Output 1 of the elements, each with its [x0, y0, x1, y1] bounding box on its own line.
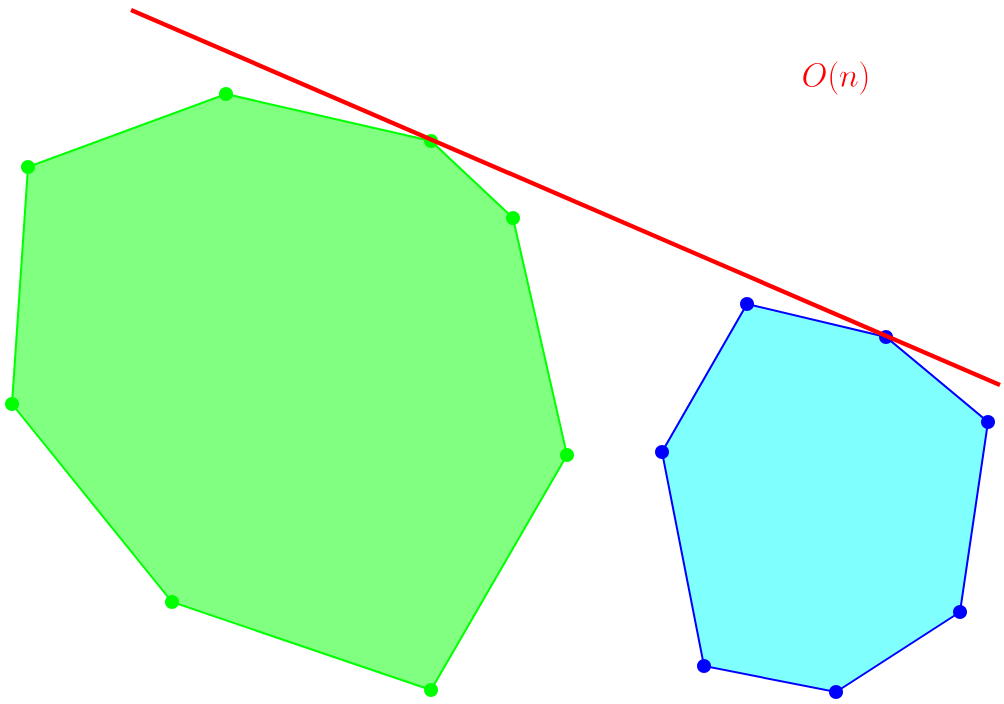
complexity-label: $O(n)$ [803, 61, 868, 95]
